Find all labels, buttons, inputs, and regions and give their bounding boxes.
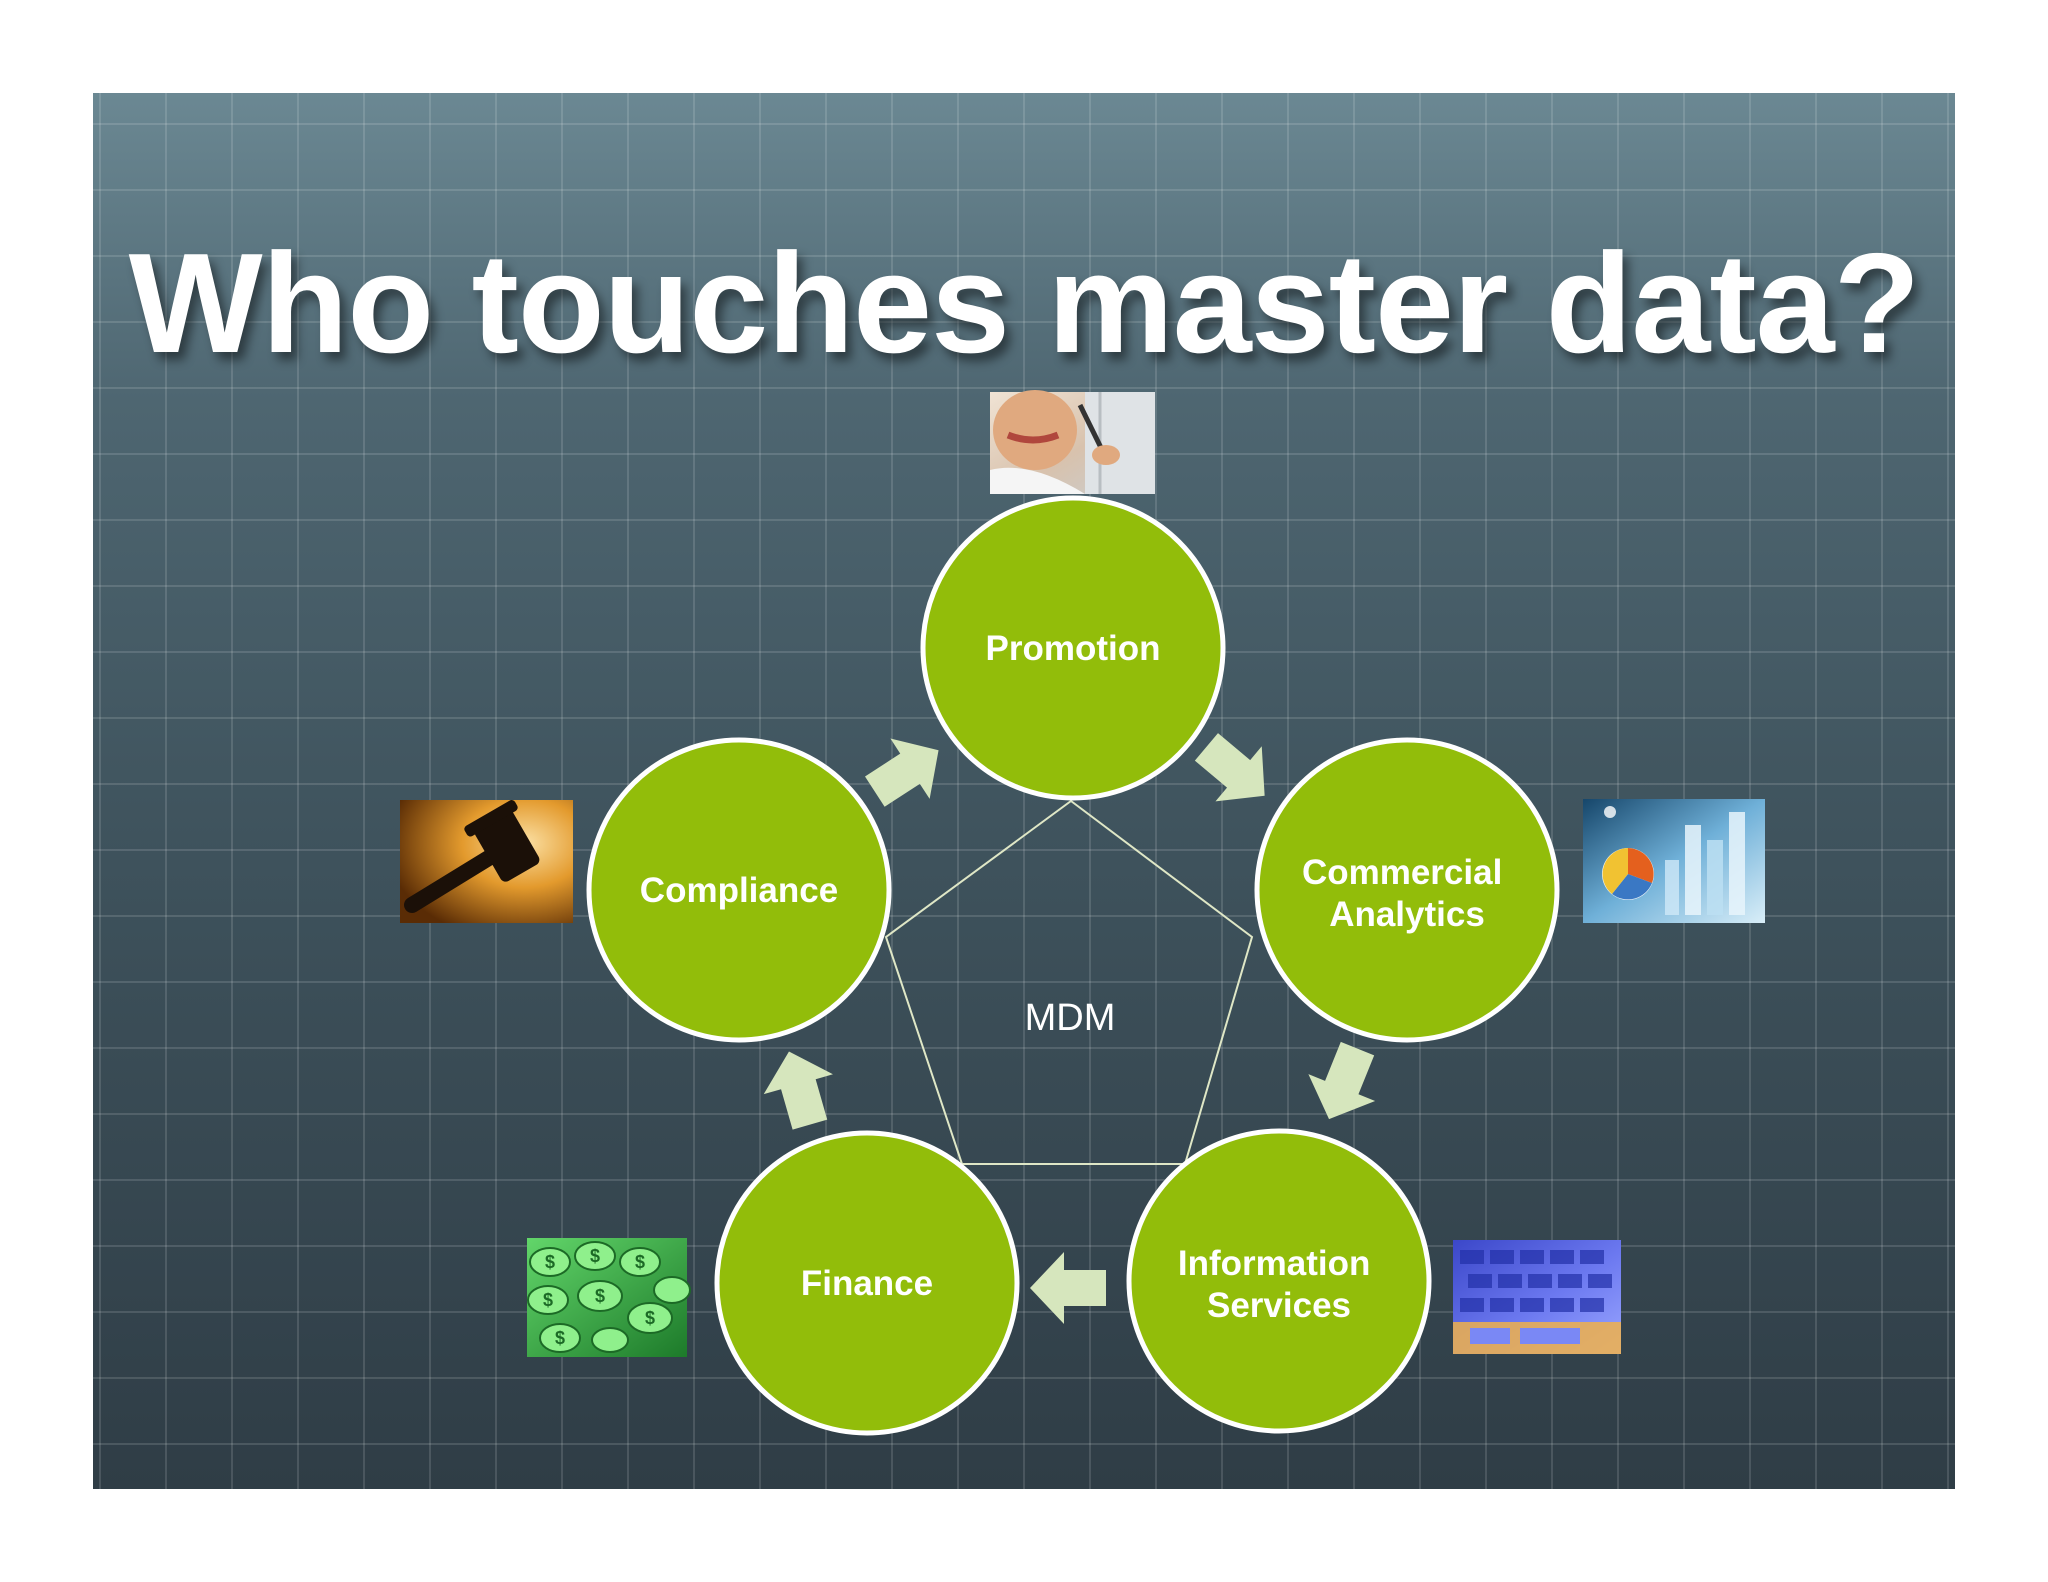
arrow-commercial-to-information [1308,1041,1376,1120]
dollar-coins-photo: $$$ $$$ $ [527,1238,691,1357]
arrow-finance-to-compliance [763,1051,833,1130]
svg-text:$: $ [595,1286,605,1306]
node-promotion: Promotion [920,495,1226,801]
slide-background: Who touches master data? [93,93,1955,1489]
node-finance: Finance [714,1130,1020,1436]
node-finance-label: Finance [801,1264,933,1303]
mdm-pentagon [884,799,1254,1165]
node-information-services-label: Information Services [1178,1244,1380,1325]
node-commercial-analytics: Commercial Analytics [1254,737,1560,1043]
mdm-center-label: MDM [1025,997,1116,1039]
node-compliance-label: Compliance [640,871,838,910]
node-promotion-label: Promotion [986,629,1161,668]
node-information-services: Information Services [1126,1128,1432,1434]
node-commercial-analytics-label: Commercial Analytics [1302,853,1512,934]
gavel-photo [400,800,573,923]
svg-text:$: $ [590,1246,600,1266]
svg-text:$: $ [635,1252,645,1272]
svg-text:$: $ [555,1328,565,1348]
arrow-compliance-to-promotion [865,738,939,807]
svg-text:$: $ [545,1252,555,1272]
slide-title: Who touches master data? [128,224,1921,383]
arrow-information-to-finance [1030,1252,1106,1324]
arrow-promotion-to-commercial [1194,733,1265,802]
node-compliance: Compliance [586,737,892,1043]
headset-person-photo [990,390,1155,494]
svg-text:$: $ [645,1308,655,1328]
svg-text:$: $ [543,1290,553,1310]
keyboard-photo [1453,1240,1621,1354]
charts-photo [1583,799,1765,923]
